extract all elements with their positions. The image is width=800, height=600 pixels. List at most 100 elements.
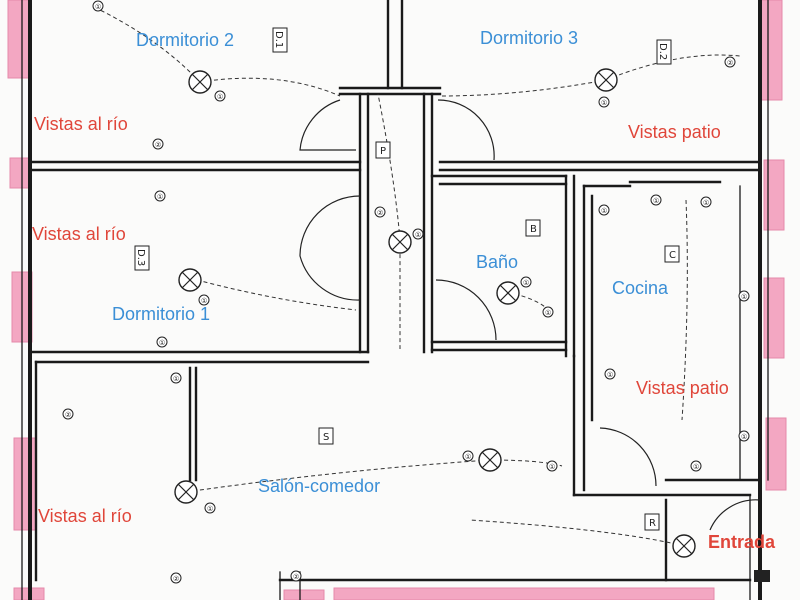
switch-icon: ① (738, 290, 750, 302)
room-code-b: B (525, 219, 541, 237)
svg-text:①: ① (703, 199, 709, 207)
door-dormitorio-1 (299, 195, 361, 301)
switch-icon: ① (170, 372, 182, 384)
svg-text:①: ① (545, 309, 551, 317)
door-dormitorio-2 (299, 99, 356, 151)
window-right-4 (765, 417, 787, 491)
door-entrada (709, 499, 761, 531)
window-left-1 (7, 0, 31, 79)
view-label-patio-2: Vistas patio (636, 378, 729, 398)
switch-icon: ① (542, 306, 554, 318)
svg-text:①: ① (601, 99, 607, 107)
switch-icon: ② (374, 206, 386, 218)
switch-icon: ② (152, 138, 164, 150)
window-right-5 (283, 589, 325, 600)
svg-text:②: ② (155, 141, 161, 149)
switch-icon: ① (198, 294, 210, 306)
ceiling-light-icon (594, 68, 618, 92)
window-right-3 (763, 277, 785, 359)
svg-text:①: ① (157, 193, 163, 201)
room-label-salon: Salón-comedor (258, 476, 380, 496)
ceiling-light-icon (478, 448, 502, 472)
ceiling-light-icon (388, 230, 412, 254)
switch-icon: ① (214, 90, 226, 102)
svg-text:①: ① (207, 505, 213, 513)
svg-text:D.1: D.1 (273, 31, 284, 48)
switch-icon: ① (738, 430, 750, 442)
door-bano (435, 279, 497, 341)
room-label-dormitorio-2: Dormitorio 2 (136, 30, 234, 50)
switch-icon: ① (690, 460, 702, 472)
svg-text:①: ① (693, 463, 699, 471)
room-code-d2: D.2 (656, 39, 672, 65)
switch-icon: ① (598, 96, 610, 108)
svg-text:②: ② (727, 59, 733, 67)
room-code-c: C (664, 245, 680, 263)
switch-icon: ② (724, 56, 736, 68)
svg-text:②: ② (293, 573, 299, 581)
window-left-2 (9, 157, 31, 189)
door-cocina (599, 427, 657, 487)
switch-icon: ② (290, 570, 302, 582)
svg-text:①: ① (95, 3, 101, 11)
room-label-cocina: Cocina (612, 278, 669, 298)
svg-text:R: R (649, 518, 656, 529)
switch-icon: ① (520, 276, 532, 288)
walls (21, 0, 769, 600)
view-label-rio-2: Vistas al río (32, 224, 126, 244)
room-code-d1: D.1 (272, 27, 288, 53)
view-label-rio-1: Vistas al río (34, 114, 128, 134)
svg-text:①: ① (607, 371, 613, 379)
room-code-d3: D.3 (134, 245, 150, 271)
svg-text:①: ① (523, 279, 529, 287)
svg-text:D.3: D.3 (135, 249, 146, 266)
svg-text:①: ① (217, 93, 223, 101)
svg-text:②: ② (377, 209, 383, 217)
svg-text:S: S (323, 432, 329, 443)
window-bottom (333, 587, 715, 600)
switch-icon: ① (650, 194, 662, 206)
svg-text:①: ① (465, 453, 471, 461)
doors (299, 99, 761, 531)
ceiling-light-icon (496, 281, 520, 305)
svg-text:①: ① (653, 197, 659, 205)
ceiling-light-icon (672, 534, 696, 558)
switch-icon: ① (156, 336, 168, 348)
entrance-marker (754, 570, 770, 582)
window-left-4 (13, 437, 37, 531)
svg-text:①: ① (549, 463, 555, 471)
room-code-s: S (318, 427, 334, 445)
svg-text:①: ① (741, 293, 747, 301)
ceiling-light-icon (178, 268, 202, 292)
room-code-r: R (644, 513, 660, 531)
window-right-1 (759, 0, 783, 101)
switch-icon: ② (62, 408, 74, 420)
svg-text:D.2: D.2 (657, 43, 668, 60)
svg-text:①: ① (173, 375, 179, 383)
wiring (99, 9, 741, 547)
svg-text:①: ① (415, 231, 421, 239)
switch-icon: ① (204, 502, 216, 514)
switch-icon: ① (154, 190, 166, 202)
entrance-label: Entrada (708, 532, 776, 552)
svg-text:C: C (669, 250, 676, 261)
svg-text:①: ① (601, 207, 607, 215)
door-dormitorio-3 (437, 99, 495, 161)
ceiling-light-icon (188, 70, 212, 94)
room-label-dormitorio-1: Dormitorio 1 (112, 304, 210, 324)
window-right-2 (763, 159, 785, 231)
switch-icon: ② (170, 572, 182, 584)
switch-icon: ① (598, 204, 610, 216)
svg-text:P: P (380, 146, 386, 157)
ceiling-light-icon (174, 480, 198, 504)
svg-text:①: ① (201, 297, 207, 305)
switch-icon: ① (700, 196, 712, 208)
svg-text:①: ① (741, 433, 747, 441)
view-label-patio-1: Vistas patio (628, 122, 721, 142)
switch-icon: ① (92, 0, 104, 12)
switch-icon: ① (546, 460, 558, 472)
room-label-dormitorio-3: Dormitorio 3 (480, 28, 578, 48)
room-code-p: P (375, 141, 391, 159)
switch-icon: ① (412, 228, 424, 240)
